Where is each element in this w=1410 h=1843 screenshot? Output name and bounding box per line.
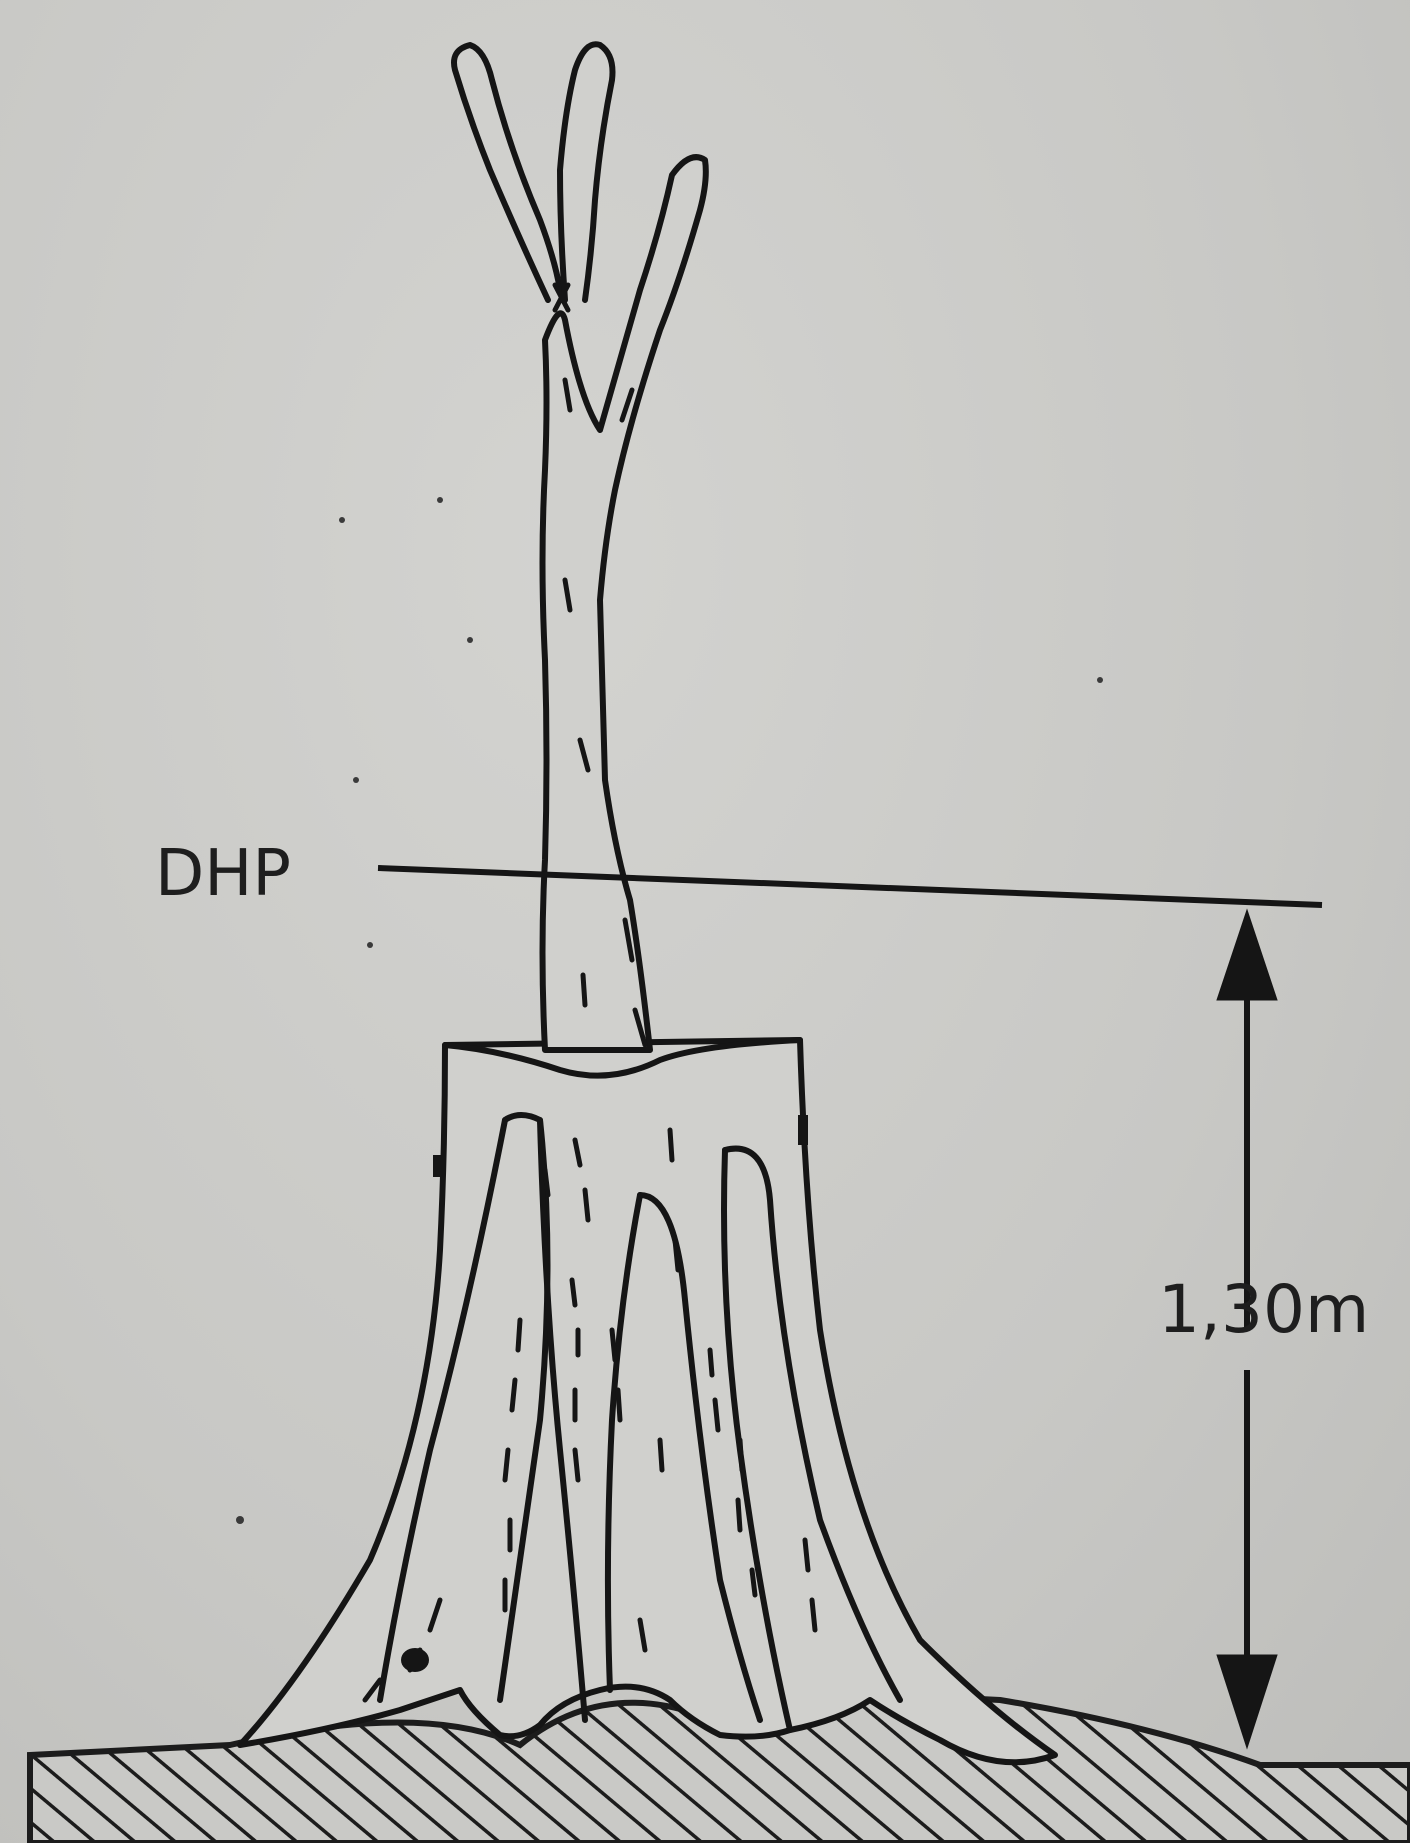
dhp-line [378, 868, 1322, 905]
tree-stump [240, 1040, 1055, 1762]
dhp-label: DHP [155, 837, 291, 911]
height-label: 1,30m [1158, 1271, 1369, 1348]
sprout-stem [454, 44, 706, 1050]
